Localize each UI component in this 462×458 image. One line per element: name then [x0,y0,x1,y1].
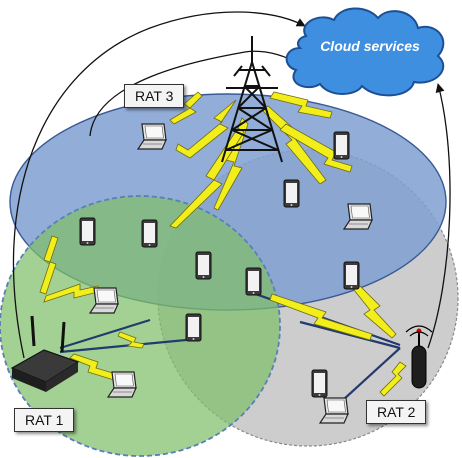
lattice-tower-icon [221,36,283,163]
lightning-bolt [213,117,249,211]
antenna-node-icon [405,325,433,389]
lightning-bolt [353,285,397,339]
backhaul-links [12,11,451,359]
cloud-services-label: Cloud services [320,38,420,54]
lightning-bolt [269,293,373,341]
backhaul-rat1 [12,11,306,359]
lightning-bolt [269,91,333,119]
tablet-icon [195,251,212,280]
backhaul-rat3 [89,50,301,137]
lightning-bolt [175,99,237,159]
tablet-icon [311,369,328,398]
lightning-bolt [43,283,99,303]
tablet-icon [343,261,360,290]
tablet-icon [141,219,158,248]
lightning-bolt [261,105,327,185]
tablet-icon [283,179,300,208]
rat1-label: RAT 1 [14,408,75,432]
lightning-bolt [379,361,407,397]
wifi-router-icon [10,315,80,392]
backhaul-rat2 [427,83,451,349]
tablet-icon [79,217,96,246]
wired-link [59,338,187,354]
tablet-icon [333,131,350,160]
tablet-icon [245,267,262,296]
cloud-services-icon [285,7,445,97]
lightning-bolt [279,123,353,173]
lightning-bolt [117,331,145,349]
lightning-bolt [169,91,203,125]
wired-link [59,318,151,350]
wired-link [299,320,401,350]
rat3-label: RAT 3 [124,84,185,108]
rat2-label: RAT 2 [366,400,427,424]
lightning-bolt [39,235,59,295]
tablet-icon [185,313,202,342]
